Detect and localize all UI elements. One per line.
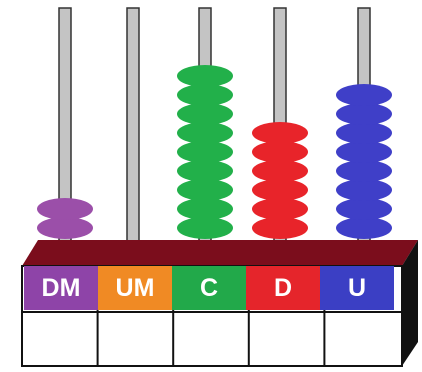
bead-d: [252, 122, 308, 144]
bead-u: [336, 217, 392, 239]
rod-um: [126, 7, 140, 249]
abacus-beads: [37, 65, 392, 239]
bead-d: [252, 217, 308, 239]
column-label-dm: DM: [24, 266, 98, 310]
column-label-u: U: [320, 266, 394, 310]
bead-d: [252, 160, 308, 182]
bead-c: [177, 122, 233, 144]
bead-u: [336, 103, 392, 125]
bead-c: [177, 160, 233, 182]
bead-d: [252, 179, 308, 201]
bead-c: [177, 198, 233, 220]
abacus-base-side: [402, 240, 418, 366]
bead-u: [336, 84, 392, 106]
column-label-c: C: [172, 266, 246, 310]
bead-c: [177, 103, 233, 125]
bead-dm: [37, 217, 93, 239]
bead-d: [252, 141, 308, 163]
bead-u: [336, 179, 392, 201]
bead-u: [336, 141, 392, 163]
abacus-base-top: [22, 240, 418, 266]
bead-c: [177, 217, 233, 239]
bead-c: [177, 141, 233, 163]
column-label-um: UM: [98, 266, 172, 310]
bead-dm: [37, 198, 93, 220]
bead-c: [177, 65, 233, 87]
bead-c: [177, 179, 233, 201]
bead-u: [336, 198, 392, 220]
bead-d: [252, 198, 308, 220]
bead-c: [177, 84, 233, 106]
column-label-d: D: [246, 266, 320, 310]
bead-u: [336, 122, 392, 144]
bead-u: [336, 160, 392, 182]
